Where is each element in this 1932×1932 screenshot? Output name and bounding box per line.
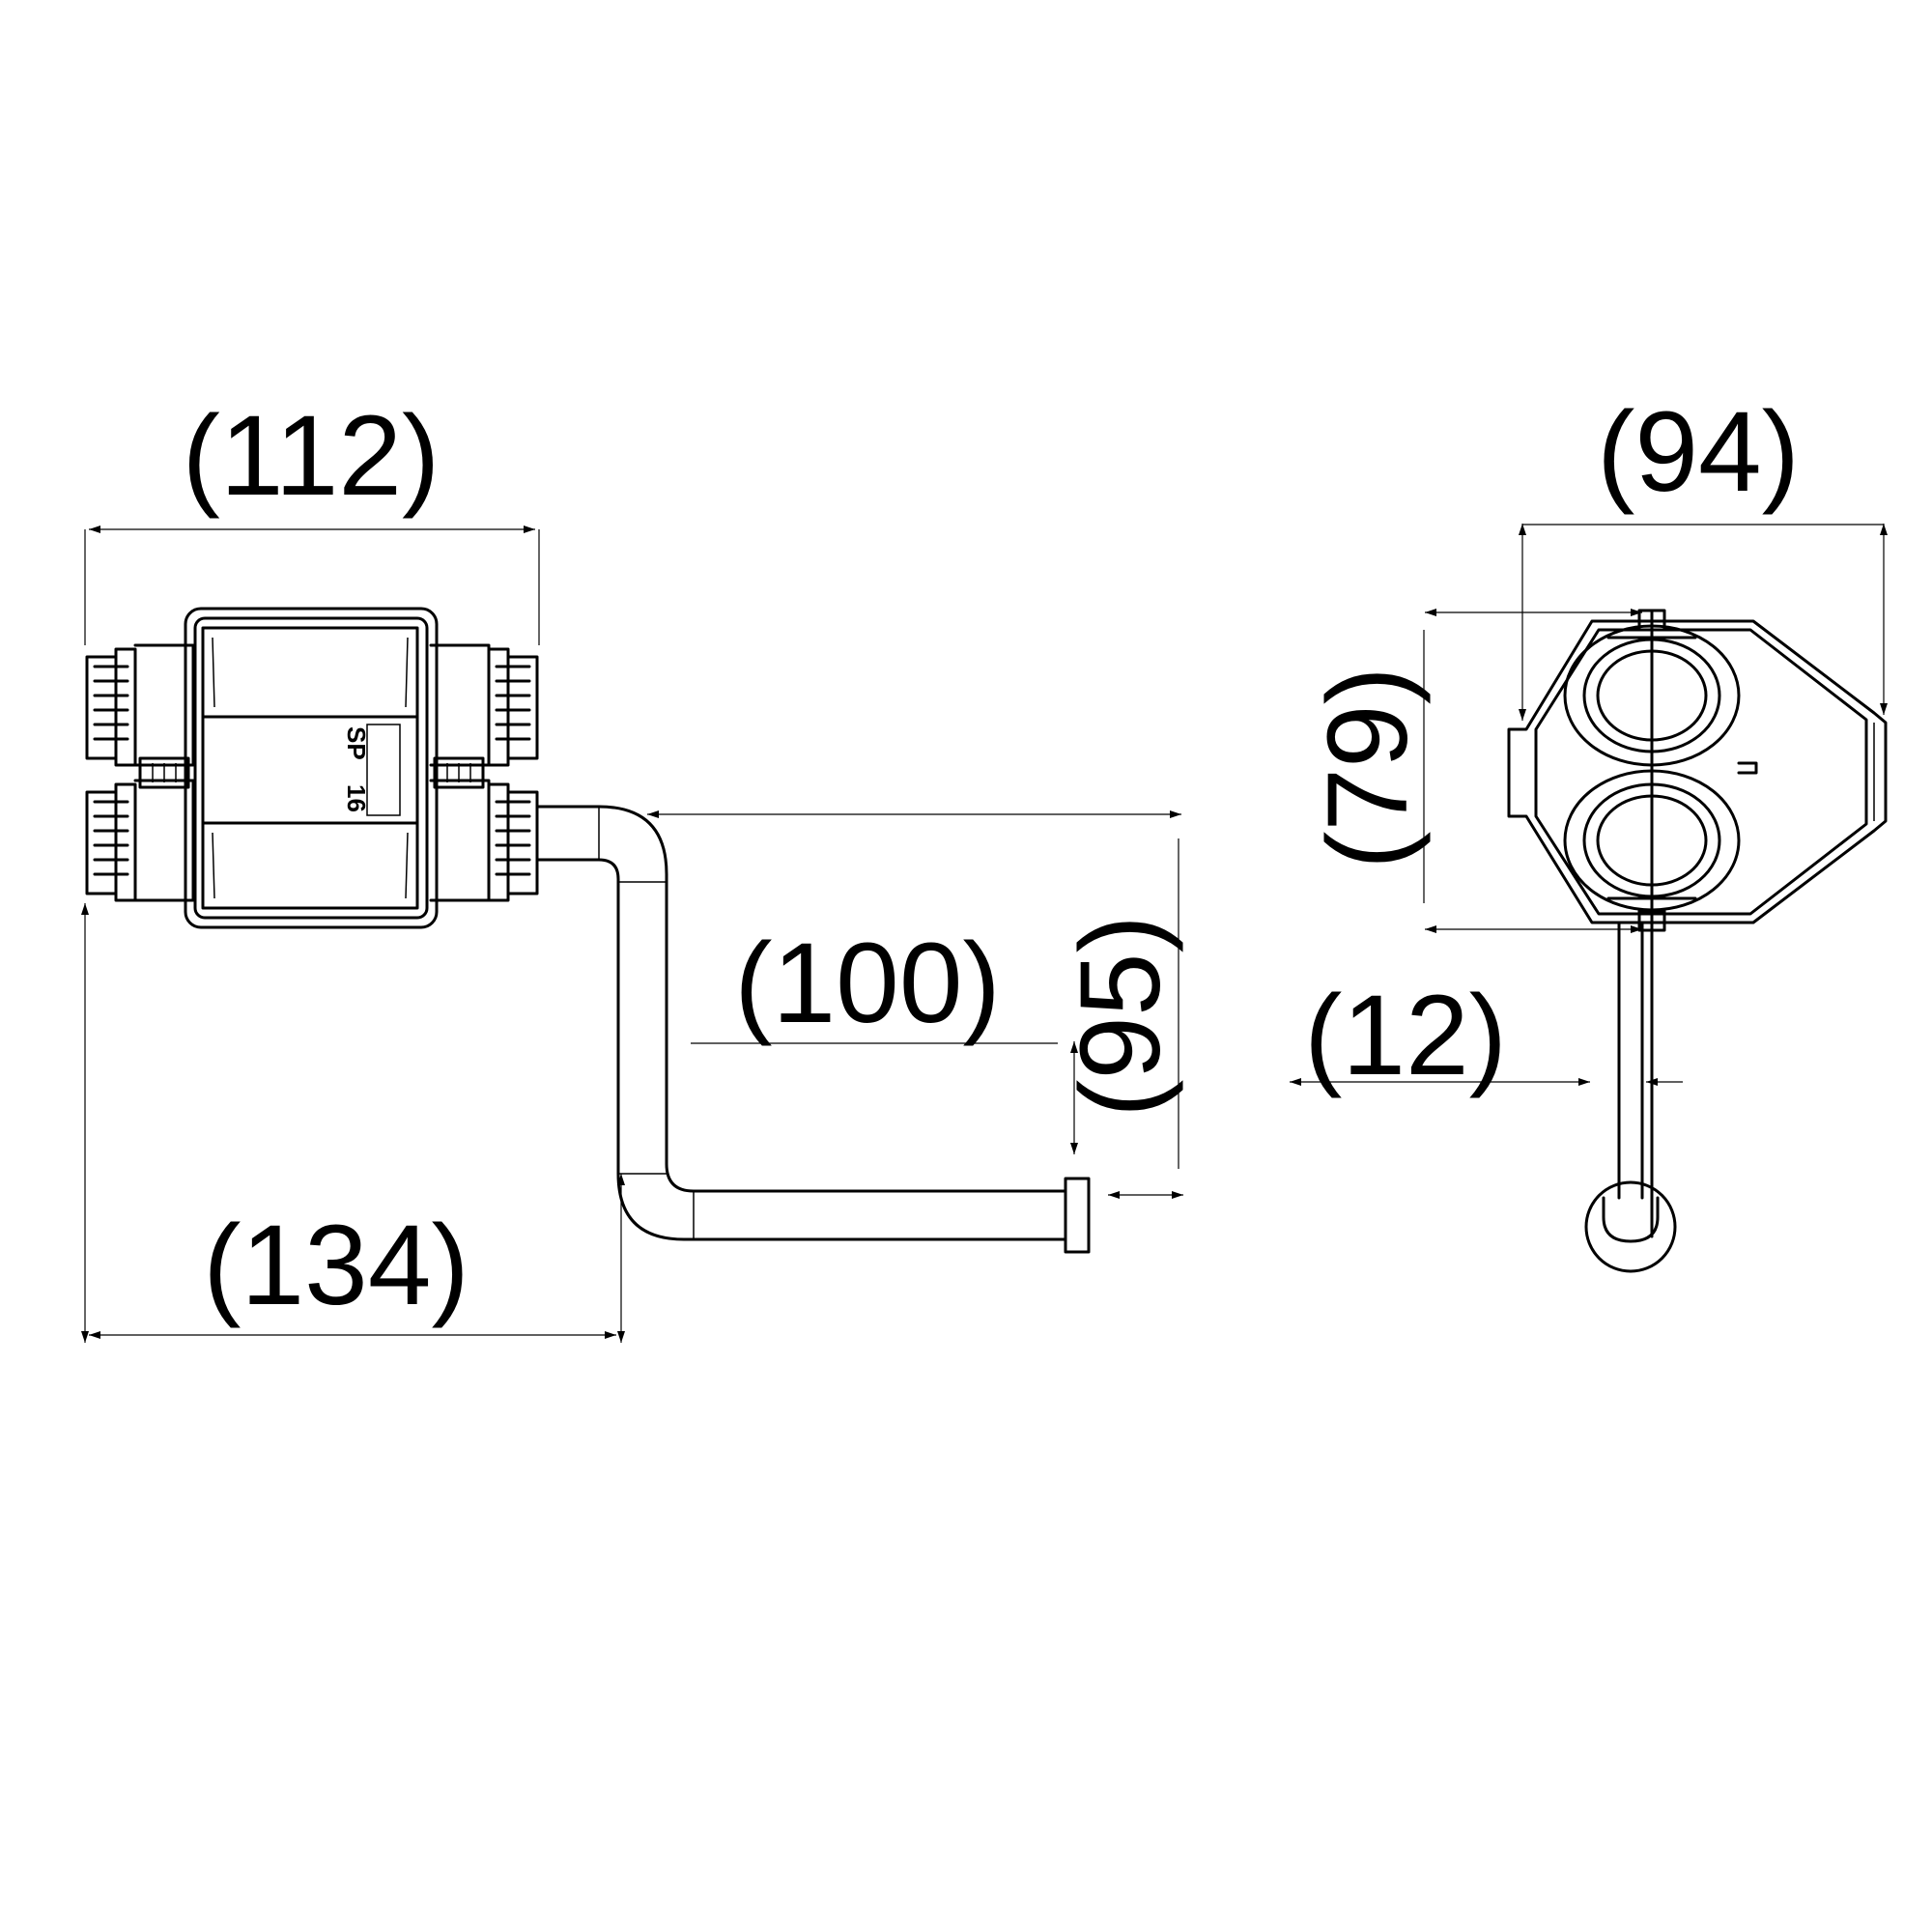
dim-label-79: (79) — [1304, 667, 1432, 869]
front-view: SP 16 (112) (134) — [81, 392, 1184, 1343]
side-view: (94) (79) (12) — [1290, 388, 1888, 1273]
dimension-12: (12) — [1290, 972, 1683, 1099]
dimension-95: (95) — [1057, 838, 1184, 1199]
side-housing — [1507, 619, 1888, 924]
side-cable-entries — [1563, 624, 1758, 912]
dim-label-134: (134) — [203, 1202, 469, 1329]
dim-label-95: (95) — [1057, 915, 1184, 1118]
right-cable-glands — [429, 643, 539, 902]
dimension-94: (94) — [1519, 388, 1888, 721]
junction-housing — [184, 607, 439, 929]
dimension-100: (100) — [647, 810, 1181, 1047]
dim-label-100: (100) — [734, 920, 1000, 1047]
dimension-112: (112) — [84, 392, 540, 645]
dimension-134: (134) — [81, 903, 625, 1343]
dim-label-12: (12) — [1304, 972, 1507, 1099]
dim-label-112: (112) — [183, 392, 440, 520]
product-marking: SP 16 — [342, 726, 371, 812]
dimension-79: (79) — [1304, 609, 1642, 933]
side-holder-arm — [1584, 609, 1677, 1273]
marking-series: SP — [342, 726, 371, 760]
left-cable-glands — [85, 643, 195, 902]
dim-label-94: (94) — [1597, 388, 1800, 516]
holder-arm — [535, 805, 1091, 1254]
marking-size: 16 — [342, 784, 371, 812]
